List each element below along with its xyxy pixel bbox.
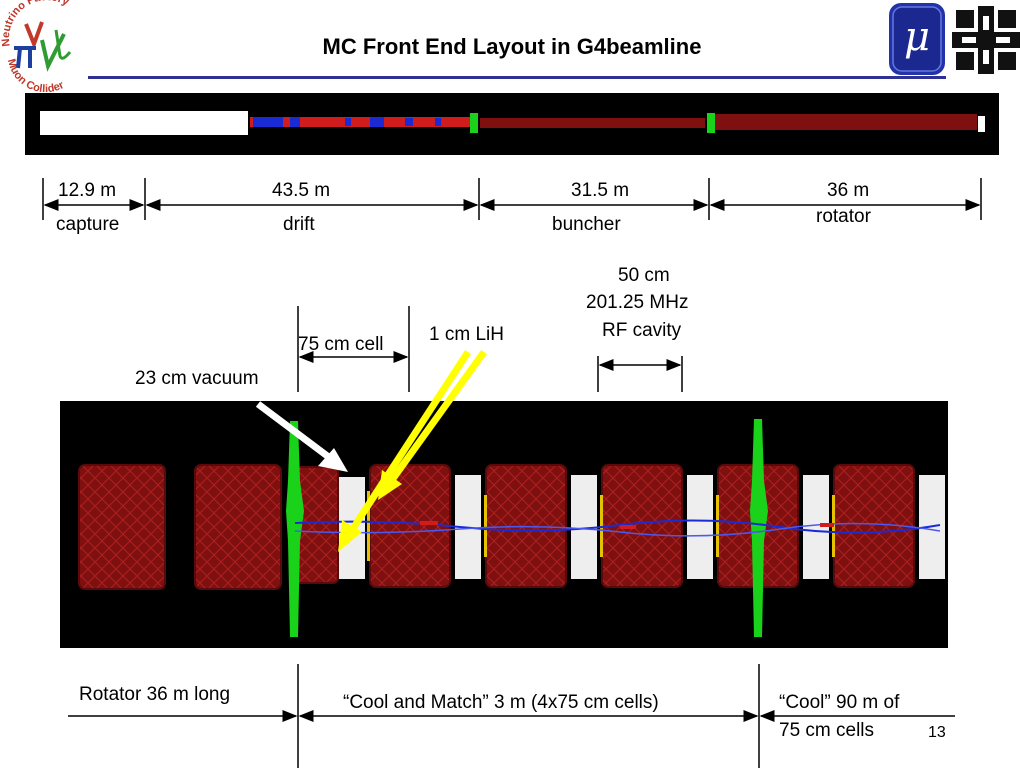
beamline-overview bbox=[25, 93, 999, 155]
cool-label-line1: “Cool” 90 m of bbox=[779, 692, 900, 713]
section-dimensions bbox=[68, 664, 955, 768]
drift-length: 43.5 m bbox=[272, 180, 331, 201]
cool-label-line2: 75 cm cells bbox=[779, 720, 875, 741]
title-underline bbox=[88, 76, 946, 79]
page-number: 13 bbox=[928, 724, 946, 741]
rf-window bbox=[687, 475, 713, 579]
drift-label: drift bbox=[283, 214, 315, 235]
capture-label: capture bbox=[56, 214, 120, 235]
rf-cavity-length: 50 cm bbox=[618, 265, 670, 286]
rotator-section-label: Rotator 36 m long bbox=[79, 684, 231, 705]
lih-label: 1 cm LiH bbox=[429, 324, 504, 345]
nfmc-logo-icon: Neutrino Factory Muon Collider bbox=[0, 0, 72, 92]
cell-label: 75 cm cell bbox=[298, 334, 384, 355]
segment-dimensions bbox=[42, 178, 982, 220]
logo-greek-letters-icon bbox=[14, 21, 72, 72]
absorber-marker-1 bbox=[470, 113, 478, 133]
capture-length: 12.9 m bbox=[58, 180, 117, 201]
cool-match-label: “Cool and Match” 3 m (4x75 cm cells) bbox=[343, 692, 659, 713]
mu-symbol: μ bbox=[904, 14, 930, 60]
rotator-coil bbox=[78, 464, 166, 590]
rotator-label: rotator bbox=[816, 206, 871, 227]
page-title: MC Front End Layout in G4beamline bbox=[322, 34, 702, 59]
absorber-marker-2 bbox=[707, 113, 715, 133]
rf-cavity-label: RF cavity bbox=[602, 320, 682, 341]
capture-solenoid bbox=[40, 111, 248, 135]
rf-cavity-frequency: 201.25 MHz bbox=[586, 292, 689, 313]
rotator-length: 36 m bbox=[827, 180, 870, 201]
cooling-lattice-view bbox=[60, 401, 948, 648]
rotator-coil bbox=[194, 464, 282, 590]
buncher-label: buncher bbox=[552, 214, 621, 235]
svg-text:Muon Collider: Muon Collider bbox=[5, 58, 67, 92]
vacuum-label: 23 cm vacuum bbox=[135, 368, 259, 389]
fermilab-logo-icon bbox=[952, 6, 1020, 74]
absorber-plate bbox=[286, 421, 304, 637]
logo-bottom-text: Muon Collider bbox=[5, 58, 67, 92]
drift-region bbox=[250, 117, 470, 127]
rotator-region bbox=[715, 114, 977, 130]
absorber-plate bbox=[750, 419, 768, 637]
mu-logo-icon: μ bbox=[889, 3, 945, 75]
rf-window bbox=[339, 477, 365, 579]
buncher-length: 31.5 m bbox=[571, 180, 630, 201]
buncher-region bbox=[480, 118, 705, 128]
